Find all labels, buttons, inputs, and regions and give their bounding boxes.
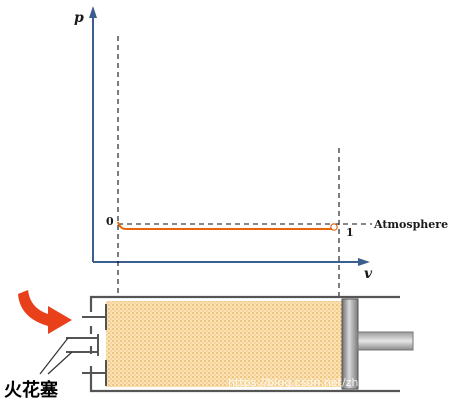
- p-axis-label: p: [74, 10, 84, 26]
- v-axis-label: v: [364, 266, 373, 282]
- state-point-1-marker: [330, 223, 338, 231]
- v-axis-arrowhead: [358, 258, 370, 266]
- intake-flow-arrow: [18, 290, 72, 334]
- exhaust-valve: [82, 360, 107, 386]
- state-point-1-label: 1: [346, 226, 354, 239]
- intake-valve: [82, 304, 107, 330]
- cylinder-assembly: [66, 295, 414, 393]
- piston-rod: [357, 331, 414, 351]
- pv-chart: p v Atmosphere 0 1: [74, 6, 448, 296]
- intake-process-line: [117, 221, 337, 230]
- cylinder-wall: [89, 295, 400, 393]
- spark-plug-leader-lines: [39, 337, 73, 375]
- p-axis-arrowhead: [89, 6, 97, 18]
- state-point-0-label: 0: [106, 215, 114, 228]
- atmosphere-label: Atmosphere: [373, 218, 448, 231]
- spark-plug-label: 火花塞: [4, 379, 59, 401]
- cylinder-charge: [106, 301, 342, 387]
- watermark: https://blog.csdn.net/zhouyuo0216: [228, 376, 420, 389]
